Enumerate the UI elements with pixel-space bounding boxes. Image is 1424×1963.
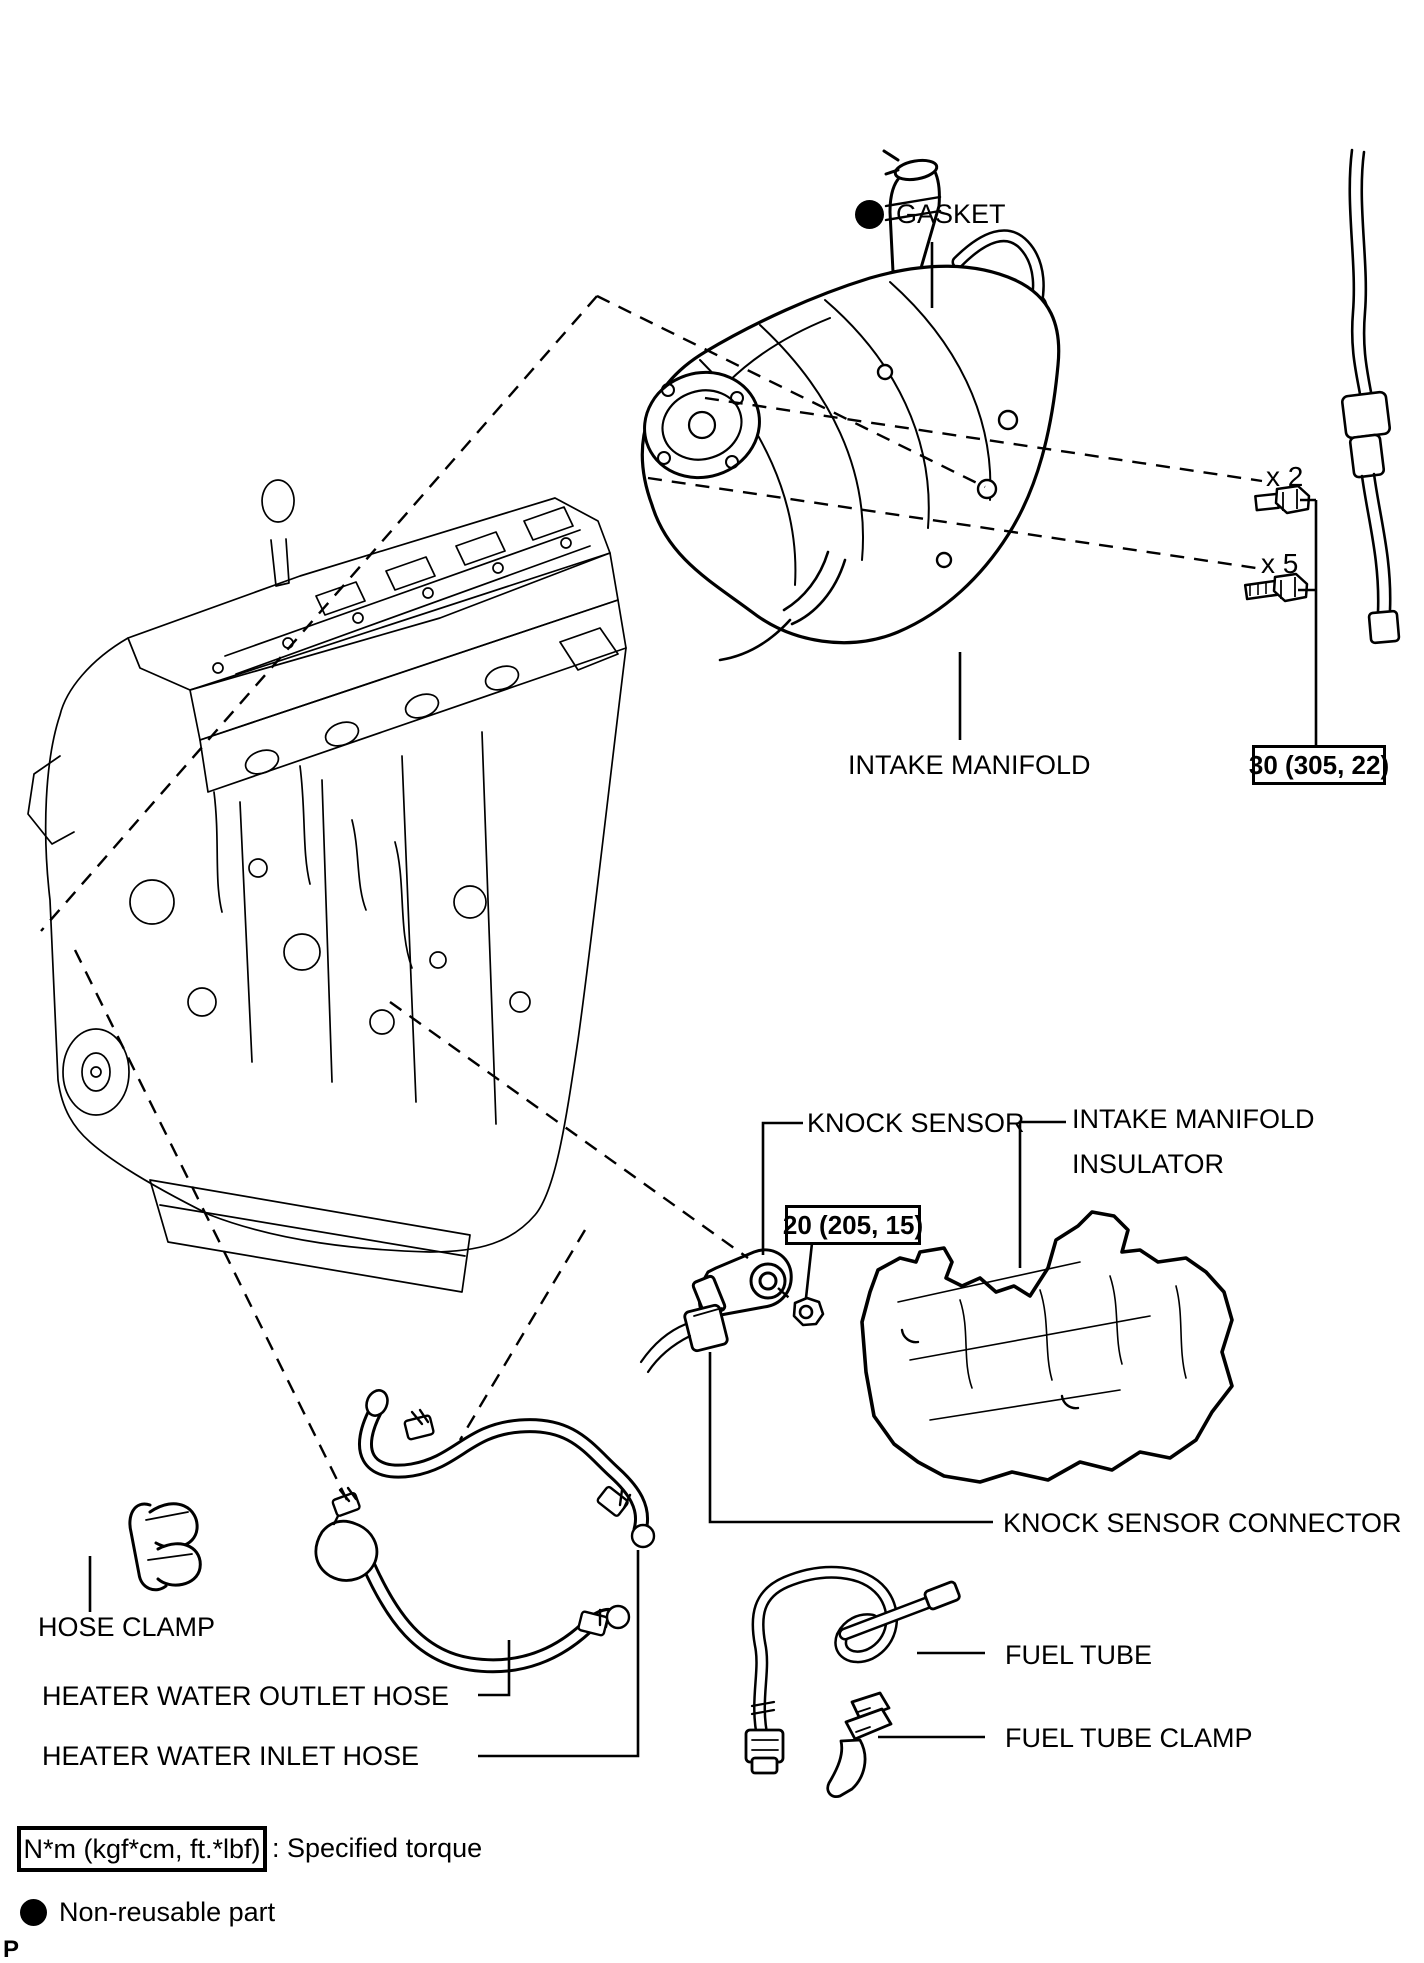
gasket-label: GASKET <box>855 199 1006 230</box>
heater-water-outlet-hose-label: HEATER WATER OUTLET HOSE <box>42 1681 450 1711</box>
bolt-quantity-x5: x 5 <box>1261 548 1299 579</box>
hose-clamp-drawing <box>128 1502 202 1592</box>
legend-non-reusable-text: Non-reusable part <box>59 1897 276 1927</box>
hose-clamp-label: HOSE CLAMP <box>38 1612 216 1642</box>
bolt-quantity-x2: x 2 <box>1266 461 1304 492</box>
page-marker: P <box>3 1936 20 1963</box>
knock-sensor-connector-drawing <box>639 1303 729 1374</box>
knock-sensor-connector-label: KNOCK SENSOR CONNECTOR <box>1003 1508 1402 1538</box>
heater-water-outlet-hose-drawing <box>314 1486 631 1674</box>
legend-non-reusable: Non-reusable part <box>20 1897 275 1928</box>
torque-spec-intake-manifold: 30 (305, 22) <box>1249 745 1389 785</box>
torque-spec-knock-sensor: 20 (205, 15) <box>783 1205 923 1245</box>
assembly-dashed-lines <box>40 294 1263 1501</box>
insulator-label-line1: INTAKE MANIFOLD <box>1072 1104 1315 1134</box>
legend-torque-description: : Specified torque <box>272 1833 483 1863</box>
knock-sensor-nut-drawing <box>792 1296 825 1327</box>
fuel-tube-clamp-drawing <box>826 1691 893 1799</box>
insulator-label-line2: INSULATOR <box>1072 1149 1225 1179</box>
intake-manifold-insulator-label: INTAKE MANIFOLD INSULATOR <box>1072 1097 1315 1187</box>
gasket-label-text: GASKET <box>896 199 1006 229</box>
intake-manifold-drawing <box>640 149 1061 662</box>
heater-water-inlet-hose-drawing <box>358 1389 656 1549</box>
label-leader-lines <box>88 242 1318 1758</box>
intake-manifold-insulator-drawing <box>860 1210 1234 1484</box>
non-reusable-dot-icon <box>855 200 884 230</box>
fuel-tube-label: FUEL TUBE <box>1005 1640 1153 1670</box>
non-reusable-dot-icon <box>20 1899 47 1927</box>
engine-assembly-drawing <box>27 479 627 1293</box>
vacuum-hose-and-sensor-drawing <box>1340 148 1401 645</box>
manifold-bolt-short <box>1254 484 1311 515</box>
legend-torque-units-box: N*m (kgf*cm, ft.*lbf) <box>17 1826 267 1872</box>
manifold-bolt-long <box>1243 572 1309 603</box>
fuel-tube-clamp-label: FUEL TUBE CLAMP <box>1005 1723 1253 1753</box>
intake-manifold-label: INTAKE MANIFOLD <box>848 750 1091 780</box>
heater-water-inlet-hose-label: HEATER WATER INLET HOSE <box>42 1741 420 1771</box>
knock-sensor-label: KNOCK SENSOR <box>807 1108 1025 1138</box>
fuel-tube-drawing <box>744 1565 961 1775</box>
